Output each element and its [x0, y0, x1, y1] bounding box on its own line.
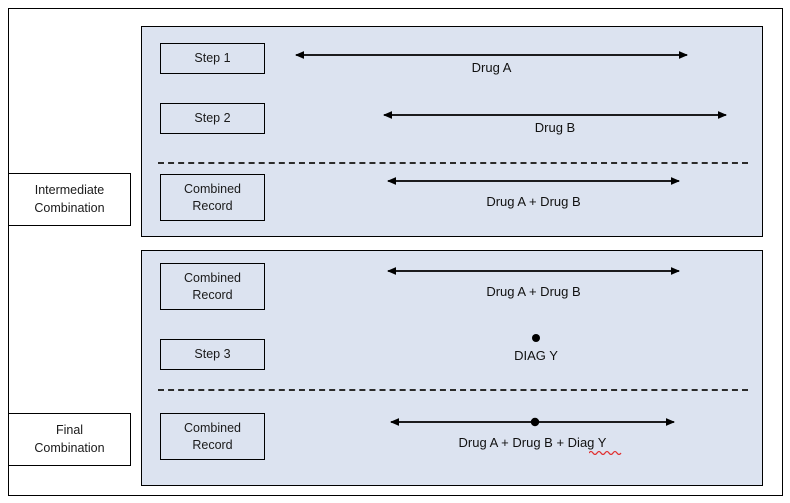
timeline-arrow-drug-a-plus-drug-b-plus-diag-y — [390, 417, 675, 427]
timeline-label-drug-b: Drug B — [534, 120, 576, 135]
timeline-label-drug-a-plus-drug-b-plus-diag-y: Drug A + Drug B + Diag Y — [458, 435, 607, 450]
row-label-final-combination: Final Combination — [8, 413, 131, 466]
timeline-arrow-drug-a-plus-drug-b — [387, 177, 680, 185]
timeline-arrow-drug-a — [295, 51, 688, 59]
row-label-final-line1: Final — [55, 423, 84, 437]
event-point-diag-y-dot — [532, 334, 540, 342]
box-step-2-label: Step 2 — [194, 111, 231, 126]
box-combined-record-2-line2: Record — [192, 287, 233, 302]
box-step-1[interactable]: Step 1 — [160, 43, 265, 74]
box-combined-record-3-line1: Combined — [184, 420, 241, 435]
divider-intermediate — [158, 162, 748, 164]
box-step-3-label: Step 3 — [194, 347, 231, 362]
row-label-intermediate-line1: Intermediate — [34, 183, 105, 197]
timeline-arrow-drug-b — [383, 111, 727, 119]
box-step-1-label: Step 1 — [194, 51, 231, 66]
divider-final — [158, 389, 748, 391]
box-combined-record-3[interactable]: Combined Record — [160, 413, 265, 460]
row-label-intermediate-combination: Intermediate Combination — [8, 173, 131, 226]
timeline-label-drug-a: Drug A — [471, 60, 512, 75]
box-combined-record-1-line2: Record — [192, 198, 233, 213]
row-label-intermediate-line2: Combination — [34, 200, 105, 215]
outer-frame — [8, 8, 783, 496]
box-step-3[interactable]: Step 3 — [160, 339, 265, 370]
box-combined-record-1-line1: Combined — [184, 181, 241, 196]
spellcheck-squiggle-icon — [589, 450, 622, 455]
box-step-2[interactable]: Step 2 — [160, 103, 265, 134]
box-combined-record-3-line2: Record — [192, 437, 233, 452]
timeline-label-drug-a-plus-drug-b: Drug A + Drug B — [486, 194, 581, 209]
box-combined-record-1[interactable]: Combined Record — [160, 174, 265, 221]
row-label-final-line2: Combination — [34, 440, 105, 455]
timeline-label-drug-a-plus-drug-b-2: Drug A + Drug B — [486, 284, 581, 299]
timeline-label-diag-y: DIAG Y — [514, 348, 558, 363]
timeline-arrow-drug-a-plus-drug-b-2 — [387, 267, 680, 275]
box-combined-record-2-line1: Combined — [184, 270, 241, 285]
box-combined-record-2[interactable]: Combined Record — [160, 263, 265, 310]
